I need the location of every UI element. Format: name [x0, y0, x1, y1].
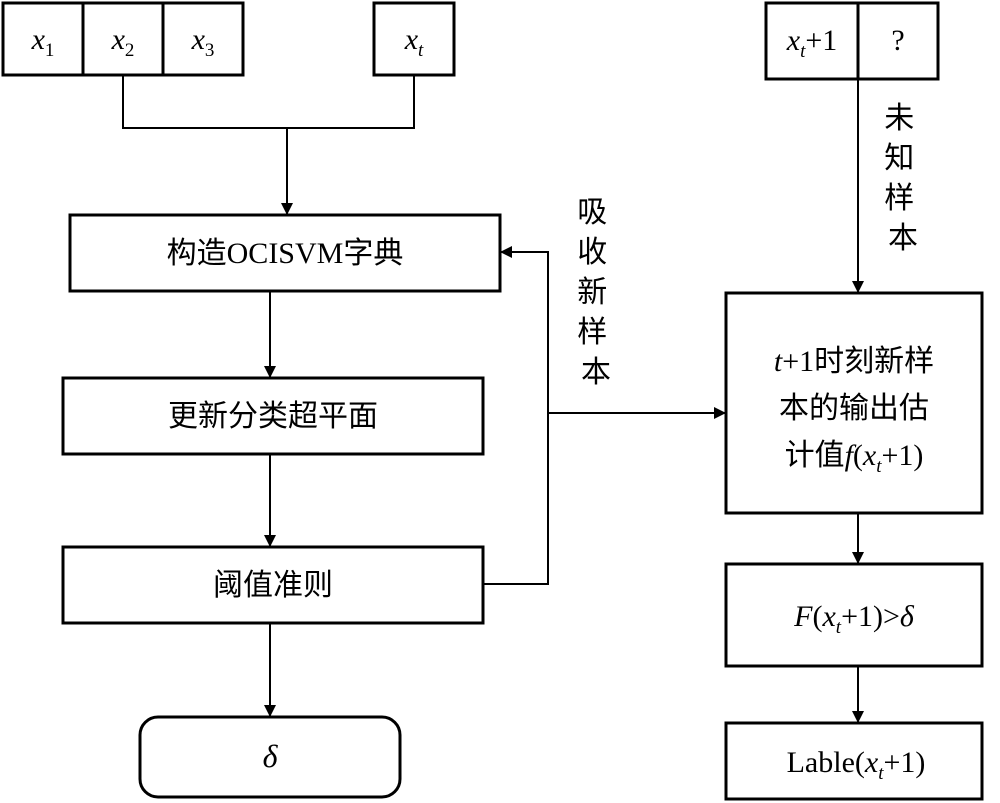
compare-box: [724, 562, 984, 668]
delta-label: δ: [263, 738, 279, 774]
label-output: Lable(xt+1): [787, 746, 926, 784]
build-dictionary-label: 构造OCISVM字典: [167, 237, 404, 270]
feedback-loop-arrow: [483, 246, 549, 585]
estimate-box: [724, 291, 984, 515]
unknown-sample-label: 未 知 样 本: [884, 102, 922, 255]
update-hyperplane-label: 更新分类超平面: [168, 400, 378, 433]
input-xt: xt: [404, 23, 424, 61]
estimate-line-2: 本的输出估: [779, 392, 929, 425]
input-sequence-frame: [1, 1, 245, 77]
compare-label: F(xt+1)>δ: [793, 600, 915, 638]
unknown-value: ?: [891, 24, 904, 57]
update-hyperplane-box: [61, 376, 485, 456]
input-sequence: x1 x2 x3: [1, 1, 245, 77]
input-x3: x3: [191, 23, 215, 61]
new-sample-xt1: xt+1: [786, 24, 838, 62]
inputs-merge-line: [122, 75, 415, 129]
new-sample-box: [764, 1, 940, 81]
threshold-rule-box: [61, 545, 485, 625]
estimate-line-1: t+1时刻新样: [774, 345, 934, 378]
input-x2: x2: [111, 23, 135, 61]
label-box: [724, 721, 984, 801]
absorb-new-sample-label: 吸 收 新 样 本: [577, 196, 615, 389]
input-x1: x1: [31, 23, 55, 61]
estimate-line-3: 计值f(xt+1): [785, 439, 924, 477]
delta-box: [138, 715, 402, 799]
threshold-rule-label: 阈值准则: [213, 569, 333, 602]
